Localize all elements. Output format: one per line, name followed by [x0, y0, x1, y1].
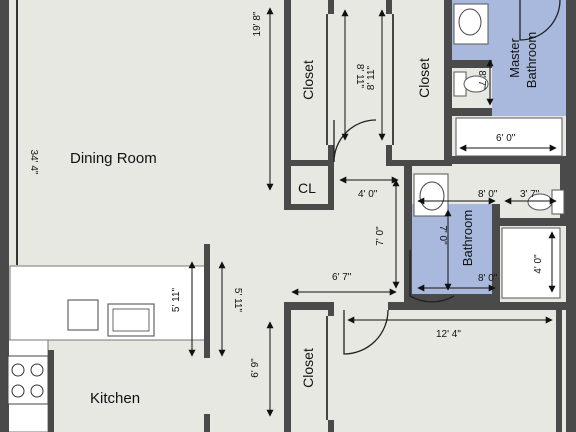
wall	[444, 0, 452, 166]
wall	[328, 302, 334, 316]
wall	[328, 0, 334, 14]
dim-bedroom-width: 12' 4"	[436, 329, 461, 340]
door-swing	[519, 0, 561, 41]
closet-shelf	[392, 14, 394, 145]
wall	[48, 350, 54, 432]
room-label-cl: CL	[298, 180, 316, 196]
dim-kitchen-left-height: 5' 11"	[171, 287, 182, 312]
dim-bath-width-bottom: 8' 0"	[478, 273, 498, 284]
wall	[386, 0, 392, 14]
bathroom-floor	[412, 204, 498, 296]
room-label-bathroom: Bathroom	[460, 210, 475, 266]
wall	[284, 204, 334, 210]
dim-bath-height: 7' 0"	[437, 225, 448, 245]
wall	[284, 160, 334, 166]
wall	[566, 0, 576, 432]
closet-shelf	[326, 316, 328, 420]
room-label-kitchen: Kitchen	[90, 390, 140, 407]
wall	[284, 0, 291, 210]
wall	[492, 204, 500, 302]
bathroom-sink-icon	[413, 173, 449, 217]
dim-dining-height: 19' 8"	[252, 11, 263, 36]
wall	[386, 160, 446, 166]
room-label-closet-3: Closet	[300, 348, 316, 388]
wall	[284, 302, 334, 310]
wall	[444, 156, 568, 164]
master-sink-icon	[453, 3, 489, 45]
wall	[556, 310, 562, 432]
dim-hall-width: 4' 0"	[358, 189, 378, 200]
dim-master-bath-height: 8' 7"	[476, 70, 487, 90]
master-bathroom-floor-lower	[492, 68, 568, 116]
dim-closet2-height: 8' 11"	[366, 65, 377, 90]
wall	[444, 60, 492, 68]
wall	[204, 414, 210, 432]
bathroom-tub-icon	[501, 227, 561, 299]
room-label-closet-1: Closet	[300, 60, 316, 100]
dim-kitchen-right-height: 5' 11"	[232, 288, 243, 313]
room-label-master-bathroom-2: Bathroom	[524, 32, 539, 88]
closet-shelf	[326, 14, 328, 145]
door-swing	[409, 250, 455, 303]
dim-bath-small-height: 4' 0"	[533, 254, 544, 274]
dim-dining-width: 34' 4"	[28, 150, 39, 175]
wall	[404, 166, 412, 300]
dishwasher-icon	[67, 299, 99, 331]
dim-bath-small-width: 3' 7"	[520, 189, 540, 200]
master-toilet-icon	[453, 71, 489, 97]
wall	[328, 145, 334, 210]
wall	[388, 302, 566, 310]
dim-closet1-height: 8' 11"	[354, 64, 365, 89]
wall	[444, 108, 492, 116]
wall	[0, 0, 9, 432]
stove-icon	[7, 355, 49, 405]
wall	[284, 302, 291, 432]
room-label-closet-2: Closet	[416, 58, 432, 98]
dim-bath-width-top: 8' 0"	[478, 189, 498, 200]
dim-closet3-height: 6' 9"	[250, 358, 261, 378]
dim-hall-lower-width: 6' 7"	[332, 272, 352, 283]
kitchen-sink-icon	[107, 303, 155, 337]
room-label-master-bathroom-1: Master	[507, 37, 522, 77]
wall	[386, 145, 392, 165]
wall	[204, 244, 210, 358]
wall	[328, 420, 334, 432]
dim-hall-height: 7' 0"	[375, 226, 386, 246]
room-label-dining-room: Dining Room	[70, 150, 157, 167]
wall-inner-line	[16, 0, 18, 265]
wall	[498, 218, 566, 226]
dim-master-bath-width: 6' 0"	[496, 133, 516, 144]
